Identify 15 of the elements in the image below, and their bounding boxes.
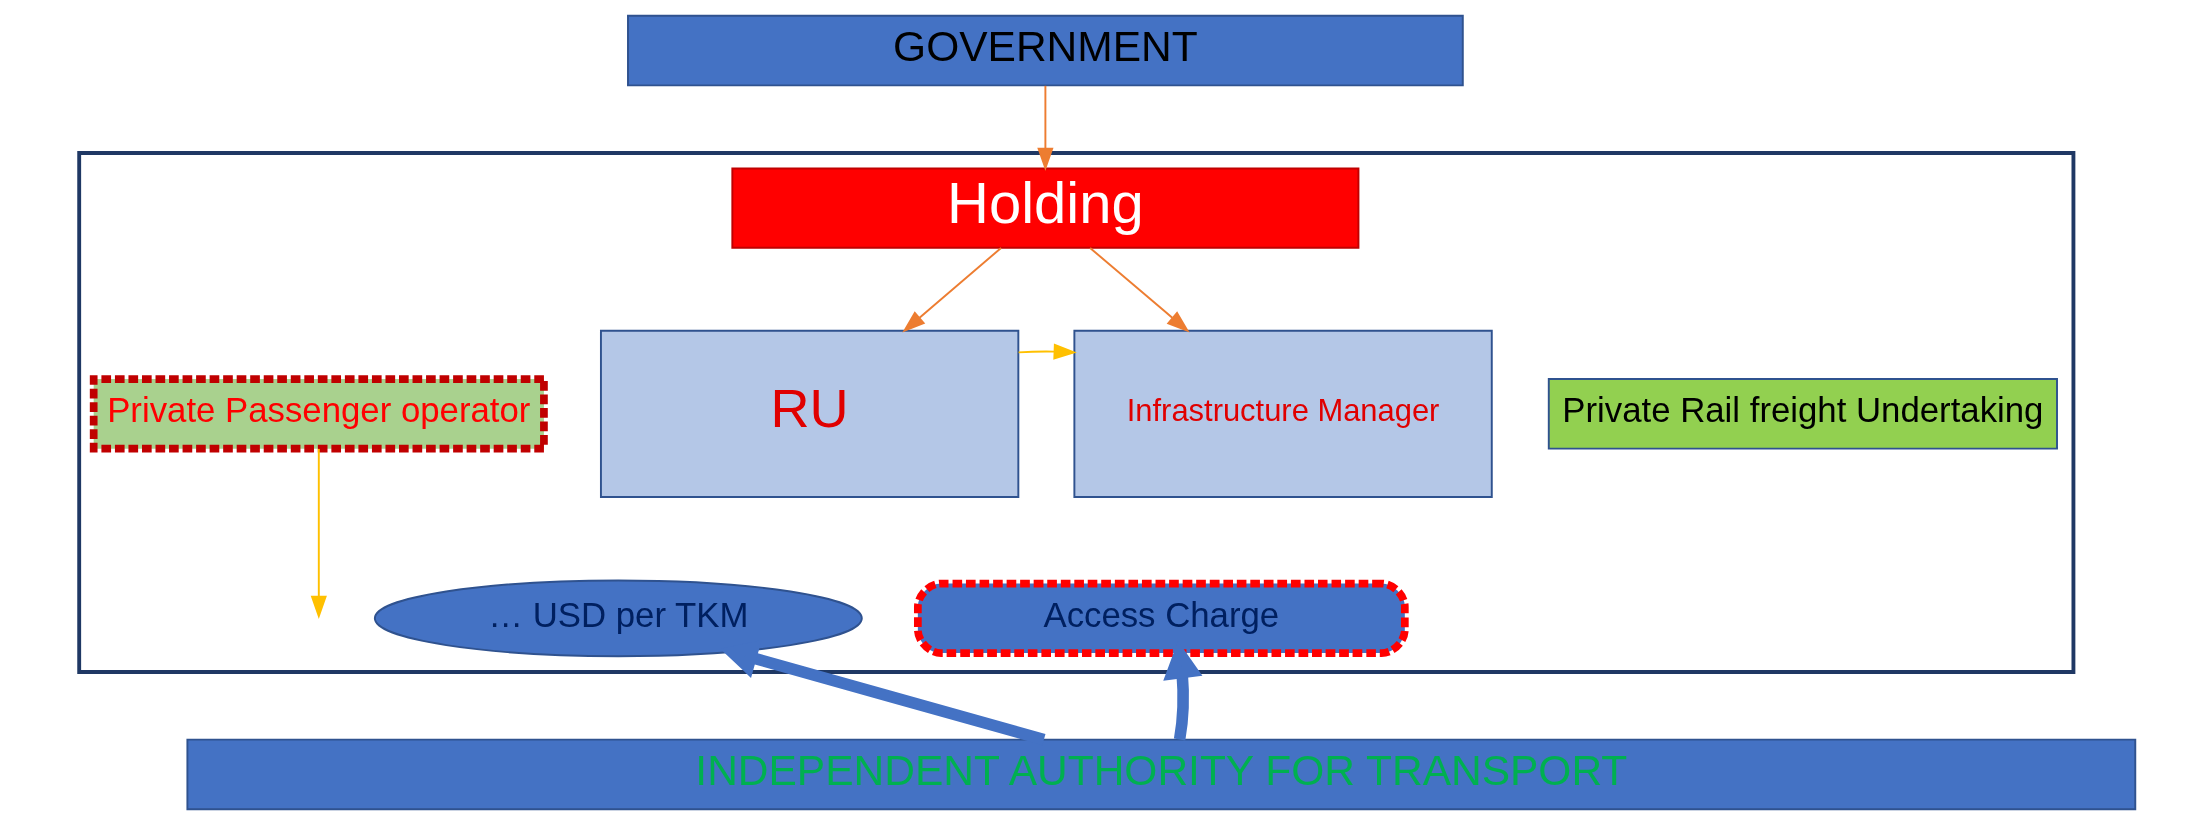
node-box: Private Passenger operator [89, 375, 548, 453]
arrow [902, 247, 1002, 333]
arrow [310, 447, 327, 619]
arrow [1037, 84, 1054, 171]
node-box: INDEPENDENT AUTHORITY FOR TRANSPORT [186, 738, 2137, 811]
node-box: RU [599, 329, 1020, 498]
node-box: GOVERNMENT [627, 14, 1464, 87]
cluster [77, 151, 2076, 674]
node-box: Access Charge [914, 579, 1409, 657]
arrow [1017, 343, 1077, 360]
node-box: Infrastructure Manager [1073, 329, 1493, 498]
node-ellipse: … USD per TKM [373, 579, 863, 658]
node-box: Private Rail freight Undertaking [1547, 378, 2058, 450]
arrow [1089, 247, 1190, 333]
node-box: Holding [731, 167, 1360, 249]
